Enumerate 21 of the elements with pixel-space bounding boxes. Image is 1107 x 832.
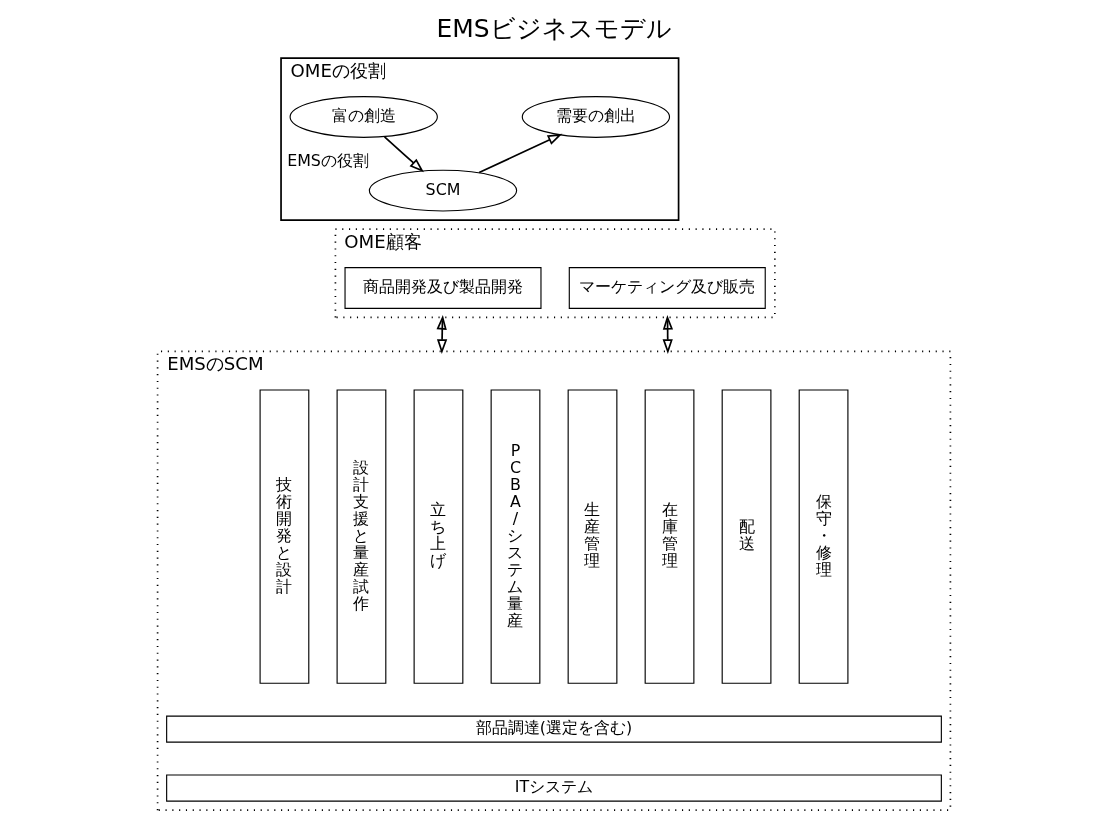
node-box: 在庫管理 — [644, 389, 694, 684]
node-box: 技術開発と設計 — [259, 389, 309, 684]
node-label: EMSの役割 — [286, 150, 369, 170]
node-box: 設計支援と量産試作 — [336, 389, 386, 684]
arrow — [383, 136, 424, 173]
node-box: 部品調達(選定を含む) — [165, 715, 942, 743]
node-box: 生産管理 — [567, 389, 617, 684]
diagram-title: EMSビジネスモデル — [435, 14, 672, 44]
arrow — [436, 314, 447, 354]
node-box: 保守・修理 — [798, 389, 848, 684]
node-box: ITシステム — [165, 774, 942, 802]
node-box: マーケティング及び販売 — [568, 267, 766, 309]
node-box: 立ち上げ — [413, 389, 463, 684]
node-box: 商品開発及び製品開発 — [343, 267, 542, 309]
node-ellipse: 需要の創出 — [521, 96, 670, 138]
node-box: 配送 — [721, 389, 771, 684]
node-ellipse: 富の創造 — [289, 96, 438, 138]
node-box: PCBA/システム量産 — [490, 389, 540, 684]
arrow — [477, 133, 562, 174]
arrow — [662, 314, 673, 354]
node-ellipse: SCM — [368, 169, 517, 212]
